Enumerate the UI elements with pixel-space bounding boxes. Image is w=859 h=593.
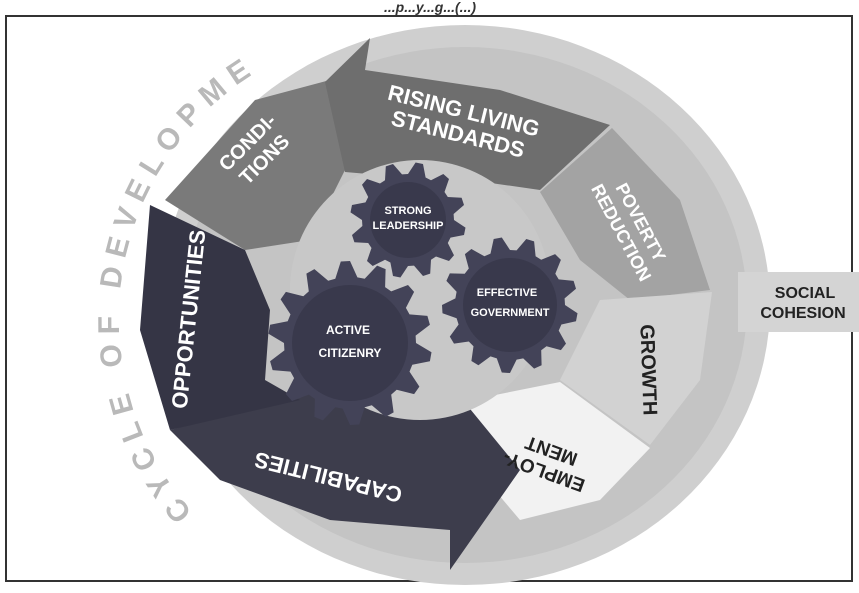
- segment-employment: [465, 382, 650, 520]
- effective-government-line2: GOVERNMENT: [471, 307, 550, 319]
- social-cohesion-line1: SOCIAL: [775, 285, 836, 302]
- strong-leadership-line2: LEADERSHIP: [373, 220, 444, 232]
- segment-opportunities: [140, 205, 300, 430]
- gear-active-citizenry: [268, 261, 432, 425]
- gear-government-hub: [463, 258, 557, 352]
- segment-growth: [560, 292, 712, 445]
- strong-leadership-line1: STRONG: [384, 205, 431, 217]
- social-cohesion-tab: [738, 272, 859, 332]
- segment-poverty-reduction: [540, 128, 710, 300]
- growth-label: GROWTH: [635, 324, 660, 416]
- social-cohesion-line2: COHESION: [760, 305, 845, 322]
- gear-citizenry-hub: [292, 285, 408, 401]
- effective-government-line1: EFFECTIVE: [477, 287, 538, 299]
- active-citizenry-line1: ACTIVE: [326, 323, 370, 337]
- top-caption-partial: ...p...y...g...(...): [384, 0, 476, 15]
- gear-effective-government: [442, 237, 578, 373]
- active-citizenry-line2: CITIZENRY: [319, 346, 382, 360]
- segment-rising-living-standards: [325, 38, 610, 190]
- segment-conditions: [165, 80, 345, 250]
- gear-leadership-hub: [370, 182, 446, 258]
- growth-text: GROWTH: [635, 324, 660, 416]
- gear-strong-leadership: [350, 162, 466, 278]
